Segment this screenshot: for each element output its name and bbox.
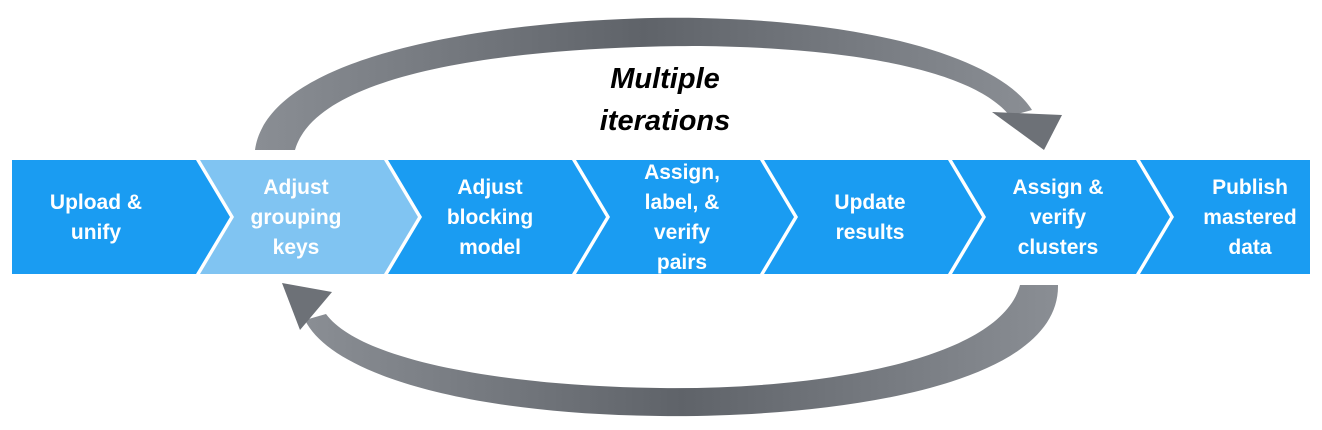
step-label-line: data	[1228, 236, 1272, 259]
step-label-line: model	[459, 236, 521, 259]
loop-arrow-top-body	[255, 17, 1032, 150]
step-label-line: clusters	[1018, 236, 1099, 259]
step-chevron	[764, 160, 982, 274]
step-label-line: Publish	[1212, 176, 1288, 199]
step-label-line: Upload &	[50, 191, 142, 214]
step-label-line: blocking	[447, 206, 533, 229]
step-3: Adjust blocking model	[388, 160, 606, 274]
step-label-line: Adjust	[263, 176, 328, 199]
step-label-line: Assign,	[644, 161, 720, 184]
step-1: Upload & unify	[12, 160, 230, 274]
loop-arrow-bottom-body	[305, 285, 1059, 417]
step-chevron	[576, 160, 794, 274]
loop-arrow-top-head	[992, 112, 1062, 150]
step-label-line: label, &	[645, 191, 720, 214]
step-label-line: grouping	[251, 206, 342, 229]
step-label-line: Adjust	[457, 176, 522, 199]
step-6: Assign & verify clusters	[952, 160, 1170, 274]
step-7: Publish mastered data	[1140, 160, 1310, 274]
step-label-line: results	[836, 221, 905, 244]
step-chevron	[388, 160, 606, 274]
loop-label-line-2: iterations	[599, 105, 731, 137]
step-label-line: Update	[834, 191, 905, 214]
loop-label-line-1: Multiple	[610, 63, 720, 95]
step-chevron	[1140, 160, 1310, 274]
step-label-line: Assign &	[1012, 176, 1103, 199]
step-label-line: keys	[273, 236, 320, 259]
step-2: Adjust grouping keys	[200, 160, 418, 274]
step-label-line: unify	[71, 221, 121, 244]
step-chevron	[12, 160, 230, 274]
step-4: Assign, label, & verify pairs	[576, 160, 794, 274]
step-label-line: pairs	[657, 251, 707, 274]
step-chevron	[200, 160, 418, 274]
step-label-line: mastered	[1203, 206, 1296, 229]
step-label-line: verify	[1030, 206, 1086, 229]
step-label-line: verify	[654, 221, 710, 244]
steps: Upload & unify Adjust grouping keys Adjust blo…	[12, 160, 1310, 274]
curved-arrow-left-icon	[282, 283, 1059, 417]
loop-label: Multiple iterations	[560, 58, 770, 142]
step-5: Update results	[764, 160, 982, 274]
loop-arrow-bottom-head	[282, 283, 332, 330]
curved-arrow-right-icon	[255, 17, 1062, 150]
step-chevron	[952, 160, 1170, 274]
